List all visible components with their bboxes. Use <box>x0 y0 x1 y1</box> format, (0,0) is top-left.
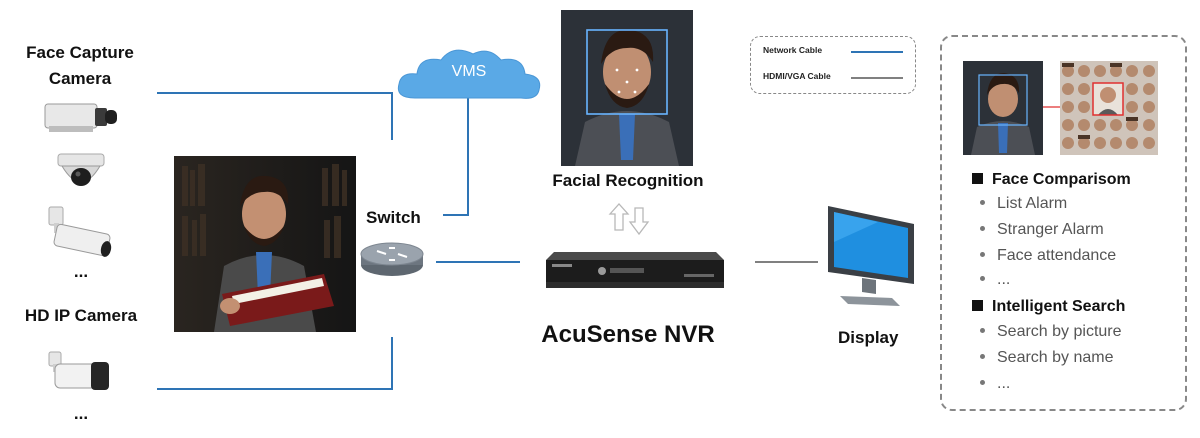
nvr-device-icon <box>546 252 724 288</box>
feature-item-text: Face attendance <box>997 247 1117 264</box>
feature-item-more-search: ... <box>980 375 1010 393</box>
bullet-dot-icon <box>980 226 985 231</box>
feature-item-text: List Alarm <box>997 195 1068 212</box>
ip-bullet-camera-icon <box>48 351 109 390</box>
vms-network-cable <box>443 95 469 216</box>
features-panel <box>940 35 1187 411</box>
hd-ip-camera-label: HD IP Camera <box>24 306 138 325</box>
bullet-dot-icon <box>980 380 985 385</box>
square-bullet-icon <box>972 300 983 311</box>
face-camera-network-cable <box>157 92 393 140</box>
face-capture-camera-label: Face Capture Camera <box>14 40 146 92</box>
bullet-camera-icon <box>48 206 112 257</box>
feature-item-text: Search by picture <box>997 323 1122 340</box>
vms-label: VMS <box>451 63 487 80</box>
dome-camera-icon <box>57 153 105 186</box>
camera-ellipsis-top: ... <box>73 262 89 281</box>
feature-item-stranger-alarm: Stranger Alarm <box>980 221 1104 239</box>
facial-recognition-label: Facial Recognition <box>552 171 704 190</box>
bullet-dot-icon <box>980 252 985 257</box>
network-cable-legend-swatch <box>851 51 903 53</box>
camera-ellipsis-bottom: ... <box>73 404 89 423</box>
square-bullet-icon <box>972 173 983 184</box>
person-reading-photo <box>174 156 356 332</box>
face-database-grid <box>1060 61 1158 155</box>
feature-item-more-face: ... <box>980 271 1010 289</box>
face-comparison-title: Face Comparisom <box>972 171 1131 189</box>
switch-label: Switch <box>366 208 421 227</box>
network-cable-legend-label: Network Cable <box>763 45 823 55</box>
vms-cloud-icon <box>397 49 541 99</box>
feature-item-list-alarm: List Alarm <box>980 195 1067 213</box>
hdmi-vga-cable-legend-swatch <box>851 77 903 79</box>
bidirectional-arrows-icon <box>608 203 650 236</box>
bullet-dot-icon <box>980 200 985 205</box>
box-camera-icon <box>44 103 117 132</box>
display-label: Display <box>838 328 899 347</box>
face-comparison-title-text: Face Comparisom <box>992 171 1131 188</box>
hdmi-vga-cable-legend-label: HDMI/VGA Cable <box>763 71 831 81</box>
face-capture-thumbnail <box>963 61 1043 155</box>
intelligent-search-title-text: Intelligent Search <box>992 298 1126 315</box>
bullet-dot-icon <box>980 354 985 359</box>
feature-item-text: Search by name <box>997 349 1114 366</box>
ip-camera-network-cable <box>157 337 393 390</box>
bullet-dot-icon <box>980 276 985 281</box>
feature-item-text: ... <box>997 271 1011 288</box>
face-capture-camera-label-line2: Camera <box>48 69 112 88</box>
acusense-nvr-label: AcuSense NVR <box>541 321 715 348</box>
bullet-dot-icon <box>980 328 985 333</box>
facial-recognition-photo <box>561 10 693 166</box>
feature-item-text: ... <box>997 375 1011 392</box>
display-monitor-icon <box>828 206 914 306</box>
feature-item-text: Stranger Alarm <box>997 221 1104 238</box>
face-capture-camera-label-line1: Face Capture <box>26 43 134 62</box>
feature-item-search-by-picture: Search by picture <box>980 323 1122 341</box>
feature-item-search-by-name: Search by name <box>980 349 1114 367</box>
feature-item-face-attendance: Face attendance <box>980 247 1116 265</box>
switch-icon <box>360 242 424 276</box>
cable-legend: Network Cable HDMI/VGA Cable <box>750 36 916 94</box>
intelligent-search-title: Intelligent Search <box>972 298 1125 316</box>
